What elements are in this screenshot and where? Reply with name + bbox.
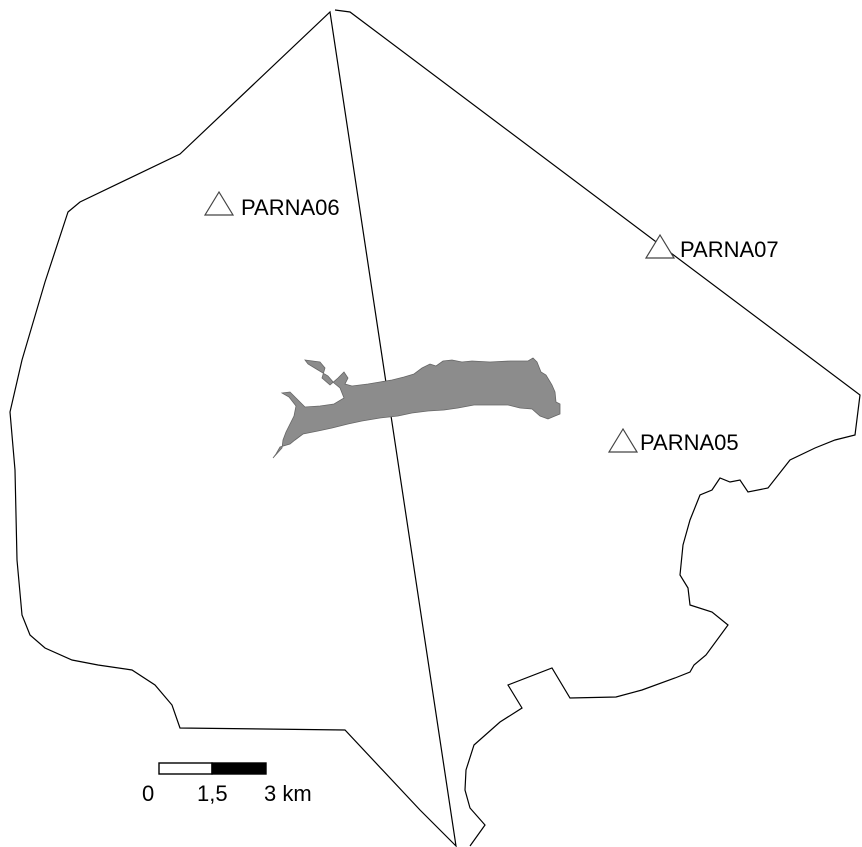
lake-polygon [272,357,561,459]
station-label: PARNA07 [680,237,779,262]
station-parna05: PARNA05 [607,427,739,455]
station-label: PARNA05 [640,430,739,455]
triangle-outline-icon [607,427,639,453]
triangle-outline-icon [644,233,676,259]
scale-label-zero: 0 [142,781,154,806]
scale-bar: 0 1,5 3 km [142,762,312,806]
scale-bar-segment-light [158,762,213,775]
study-area-boundary [9,9,861,847]
station-parna07: PARNA07 [644,233,779,262]
triangle-outline-icon [203,190,235,216]
station-label: PARNA06 [241,195,340,220]
scale-label-end: 3 km [264,781,312,806]
scale-bar-segment-dark [211,762,267,775]
scale-label-mid: 1,5 [197,781,228,806]
station-parna06: PARNA06 [203,190,340,220]
